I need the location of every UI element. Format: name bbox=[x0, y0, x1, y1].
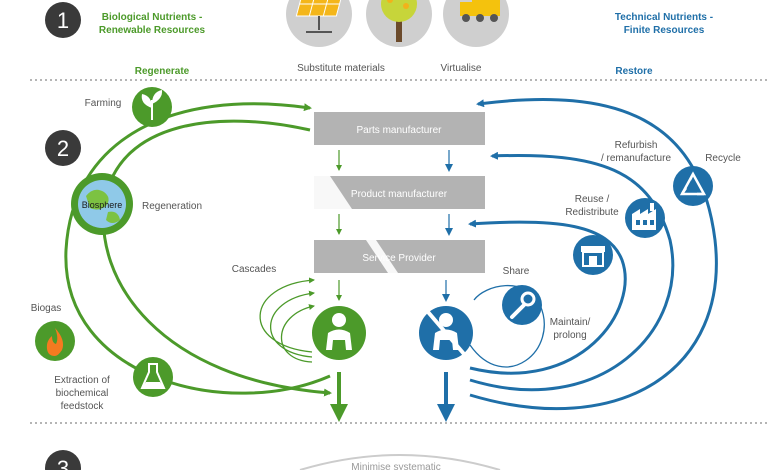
truck-icon bbox=[443, 0, 509, 47]
technical-loops bbox=[468, 97, 718, 411]
reuse-label-1: Reuse / bbox=[575, 194, 610, 205]
step-badge-3: 3 bbox=[45, 450, 81, 470]
factory-icon bbox=[625, 198, 665, 238]
tech-nutrients-label-2: Finite Resources bbox=[624, 25, 705, 36]
svg-text:Service Provider: Service Provider bbox=[362, 253, 436, 264]
reuse-label-2: Redistribute bbox=[565, 207, 619, 218]
bio-nutrients-label-2: Renewable Resources bbox=[99, 25, 206, 36]
flask-icon bbox=[133, 357, 173, 397]
maintain-label-2: prolong bbox=[553, 330, 586, 341]
svg-text:Parts manufacturer: Parts manufacturer bbox=[356, 125, 442, 136]
wrench-icon bbox=[502, 285, 542, 325]
bio-nutrients-label-1: Biological Nutrients - bbox=[102, 12, 203, 23]
regeneration-label: Regeneration bbox=[142, 201, 202, 212]
biological-loops bbox=[64, 102, 332, 397]
biogas-label: Biogas bbox=[31, 303, 62, 314]
regenerate-label: Regenerate bbox=[135, 66, 190, 77]
svg-text:Product manufacturer: Product manufacturer bbox=[351, 189, 448, 200]
tech-nutrients-label-1: Technical Nutrients - bbox=[615, 12, 713, 23]
fire-icon bbox=[35, 321, 75, 361]
cascades-arcs bbox=[259, 277, 315, 363]
parts-manufacturer-box: Parts manufacturer bbox=[314, 112, 485, 145]
refurbish-label-2: / remanufacture bbox=[601, 153, 671, 164]
extraction-label-3: feedstock bbox=[61, 401, 105, 412]
user-icon bbox=[419, 306, 473, 360]
plant-icon bbox=[132, 87, 172, 127]
share-loop bbox=[469, 284, 545, 368]
farming-label: Farming bbox=[85, 98, 122, 109]
chain-arrows bbox=[336, 150, 453, 302]
footer-arc bbox=[299, 454, 501, 470]
recycle-label: Recycle bbox=[705, 153, 741, 164]
restore-label: Restore bbox=[615, 66, 653, 77]
refurbish-label-1: Refurbish bbox=[615, 140, 658, 151]
service-provider-box: Service Provider bbox=[314, 240, 485, 273]
biosphere-label: Biosphere bbox=[82, 200, 123, 210]
consumer-icon bbox=[312, 306, 366, 360]
svg-text:1: 1 bbox=[57, 8, 69, 33]
cascades-label: Cascades bbox=[232, 264, 276, 275]
recycle-icon bbox=[673, 166, 713, 206]
minimise-label: Minimise systematic bbox=[351, 462, 440, 470]
share-label: Share bbox=[503, 266, 530, 277]
maintain-label-1: Maintain/ bbox=[550, 317, 591, 328]
globe-icon: Biosphere bbox=[71, 173, 133, 235]
svg-text:2: 2 bbox=[57, 136, 69, 161]
step-badge-2: 2 bbox=[45, 130, 81, 166]
product-manufacturer-box: Product manufacturer bbox=[314, 176, 485, 209]
solar-panel-icon bbox=[286, 0, 352, 47]
tree-icon bbox=[366, 0, 432, 47]
extraction-label-1: Extraction of bbox=[54, 375, 110, 386]
svg-text:3: 3 bbox=[57, 456, 69, 470]
virtualise-label: Virtualise bbox=[441, 63, 482, 74]
step-badge-1: 1 bbox=[45, 2, 81, 38]
substitute-materials-label: Substitute materials bbox=[297, 63, 385, 74]
extraction-label-2: biochemical bbox=[56, 388, 109, 399]
shop-icon bbox=[573, 235, 613, 275]
